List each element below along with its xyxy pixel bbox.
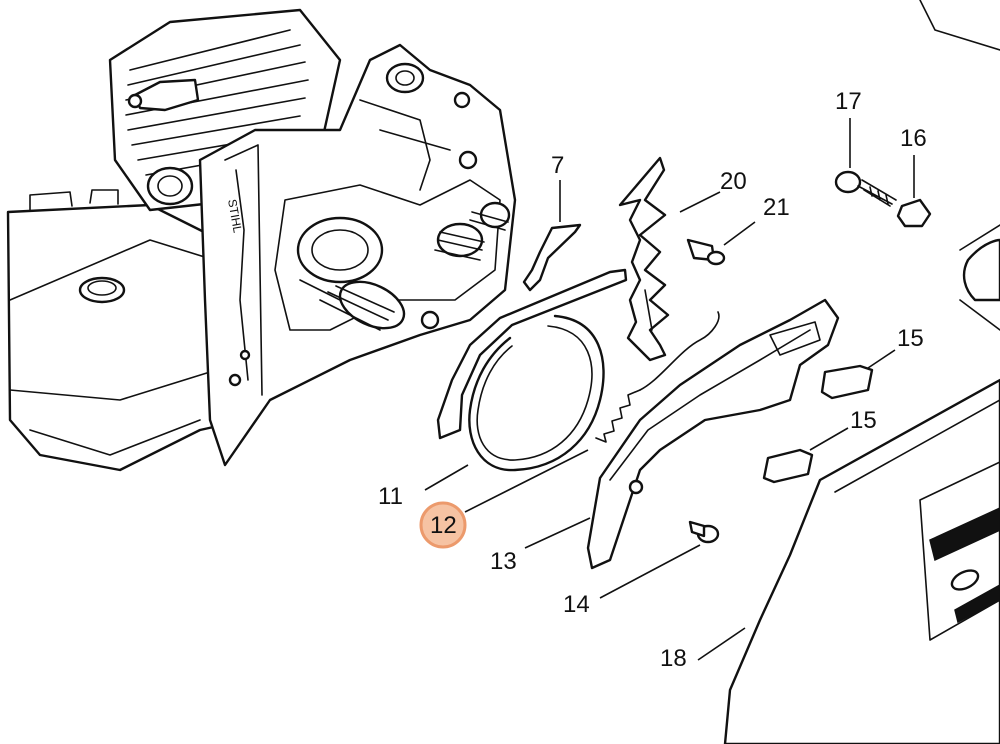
part-14-screw <box>599 520 720 599</box>
callout-18: 18 <box>660 645 687 672</box>
part-16-nut <box>896 155 932 228</box>
callout-20: 20 <box>720 168 747 195</box>
part-18-sprocket-cover: STIHL <box>697 378 1000 744</box>
svg-text:STIHL: STIHL <box>225 198 245 234</box>
right-edge-part-illustration <box>919 0 1000 331</box>
part-20-bumper-spike <box>618 156 721 362</box>
callout-12-highlight[interactable]: 12 <box>419 501 467 549</box>
spring-illustration <box>595 311 720 443</box>
callout-21: 21 <box>763 194 790 221</box>
callout-7: 7 <box>551 152 564 179</box>
part-12-brake-band <box>464 314 605 513</box>
callout-16: 16 <box>900 125 927 152</box>
callout-11: 11 <box>378 483 403 510</box>
callout-15-upper: 15 <box>897 325 924 352</box>
callout-12: 12 <box>430 512 457 539</box>
callout-17: 17 <box>835 88 862 115</box>
callout-14: 14 <box>563 591 590 618</box>
part-7-spring-clip <box>522 180 582 292</box>
part-17-bolt <box>834 118 897 207</box>
callout-15-lower: 15 <box>850 407 877 434</box>
part-11-bracket <box>424 268 628 491</box>
part-13-brake-lever <box>524 298 840 570</box>
callout-13: 13 <box>490 548 517 575</box>
highlight-circle <box>419 501 467 549</box>
engine-housing-illustration: STIHL <box>6 8 517 472</box>
part-15-upper-block <box>820 349 896 400</box>
part-15-lower-block <box>762 427 849 484</box>
callout-labels: 7 20 21 17 16 15 15 11 12 13 14 18 <box>378 88 927 672</box>
part-21-screw <box>686 221 756 266</box>
